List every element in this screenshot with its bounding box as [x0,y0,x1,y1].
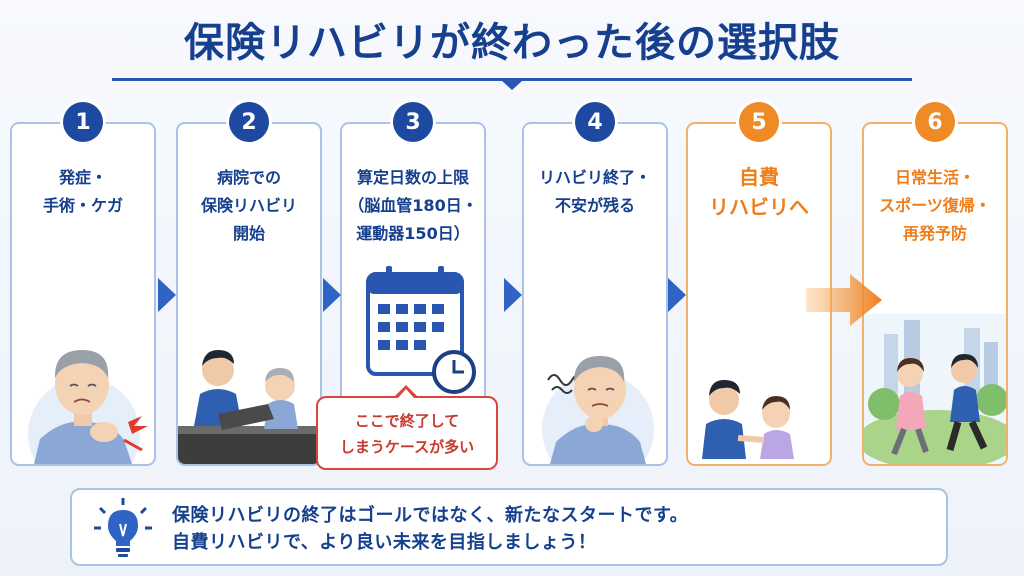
step-card-2: 病院での 保険リハビリ 開始 [176,122,322,466]
step-5-illustration [702,380,794,459]
step-number-6: 6 [915,102,955,142]
chevron-right-icon [158,278,176,312]
step-1-label: 発症・ 手術・ケガ [42,168,123,215]
step-number-2: 2 [229,102,269,142]
step-number-5: 5 [739,102,779,142]
clock-icon [432,350,476,394]
chevron-right-icon [668,278,686,312]
title-underline-notch [502,81,522,90]
calendar-icon [366,266,464,376]
step-4-label: リハビリ終了・ 不安が残る [538,168,651,215]
step-2-label: 病院での 保険リハビリ 開始 [200,168,297,243]
pain-icon [123,416,148,452]
step-1-illustration [28,350,148,464]
callout-pointer-fill [398,389,414,398]
title-underline [112,78,912,81]
step-6-illustration [864,314,1006,464]
footer-text: 保険リハビリの終了はゴールではなく、新たなスタートです。 自費リハビリで、より良… [172,505,689,553]
step-4-illustration [542,356,654,464]
lightbulb-icon [94,498,152,557]
step-5-label: 自費 リハビリへ [709,165,809,219]
arrow-right-icon [806,274,882,326]
step-number-3: 3 [393,102,433,142]
chevron-right-icon [323,278,341,312]
step-3-label: 算定日数の上限 （脳血管180日・ 運動器150日） [348,168,478,243]
step-6-label: 日常生活・ スポーツ復帰・ 再発予防 [879,168,991,243]
step-2-illustration [178,350,320,464]
step-3-illustration [366,266,476,394]
warning-callout: ここで終了して しまうケースが多い [316,396,498,470]
step-number-1: 1 [63,102,103,142]
step-card-1: 発症・ 手術・ケガ [10,122,156,466]
step-number-4: 4 [575,102,615,142]
page-title: 保険リハビリが終わった後の選択肢 [184,20,840,66]
footer-message-box: 保険リハビリの終了はゴールではなく、新たなスタートです。 自費リハビリで、より良… [70,488,948,566]
step-card-4: リハビリ終了・ 不安が残る [522,122,668,466]
chevron-right-icon [504,278,522,312]
step-card-6: 日常生活・ スポーツ復帰・ 再発予防 [862,122,1008,466]
